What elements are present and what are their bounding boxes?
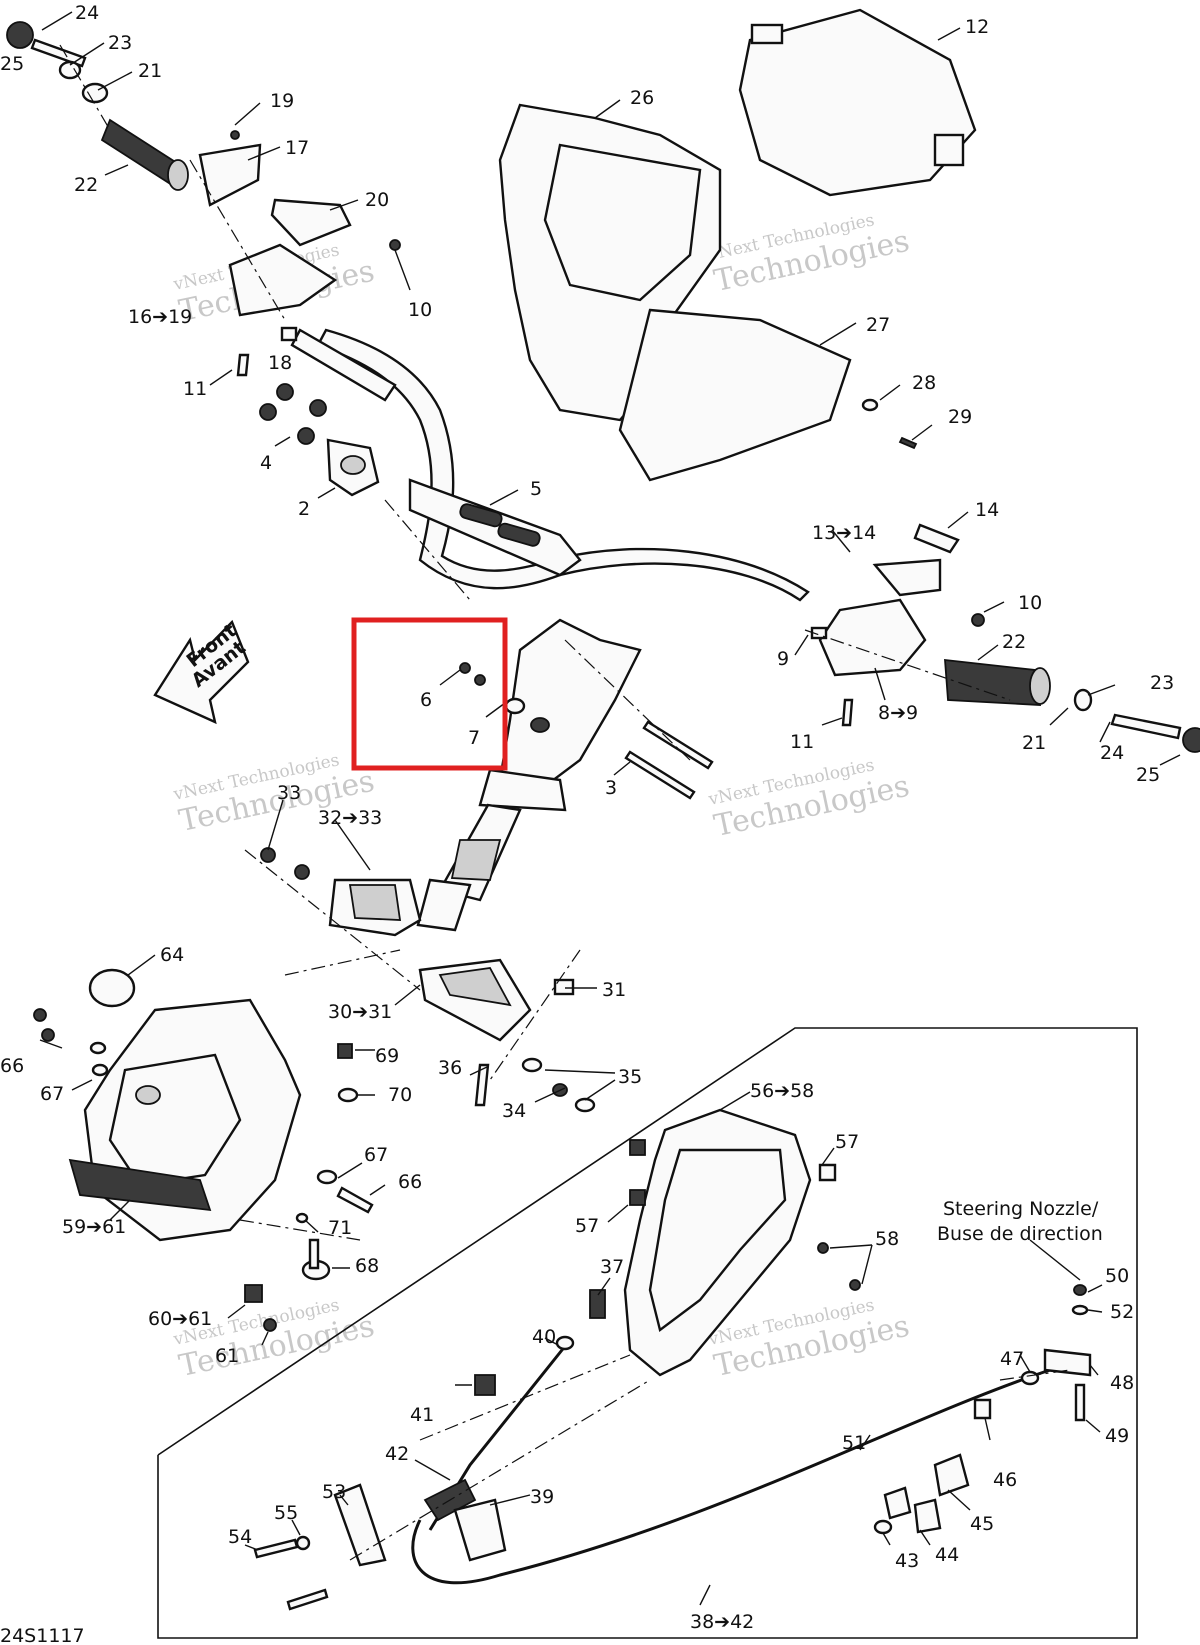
callout-4: 4 [260, 452, 272, 474]
callout-60-61: 60➔61 [148, 1308, 212, 1330]
steering-cable [253, 1284, 1092, 1611]
callout-67: 67 [40, 1083, 64, 1105]
callout-6: 6 [420, 689, 432, 711]
callout-3: 3 [605, 777, 617, 799]
callout-16-19: 16➔19 [128, 306, 192, 328]
callout-37: 37 [600, 1256, 624, 1278]
callout-26: 26 [630, 87, 654, 109]
steering-support [33, 968, 374, 1332]
callout-48: 48 [1110, 1372, 1134, 1394]
callout-42: 42 [385, 1443, 409, 1465]
callout-31: 31 [602, 979, 626, 1001]
callout-22b: 22 [1002, 631, 1026, 653]
callout-8-9: 8➔9 [878, 702, 918, 724]
center-lines [59, 44, 1071, 1561]
callout-10b: 10 [1018, 592, 1042, 614]
callout-67b: 67 [364, 1144, 388, 1166]
callout-32-33: 32➔33 [318, 807, 382, 829]
callout-58: 58 [875, 1228, 899, 1250]
callout-34: 34 [502, 1100, 526, 1122]
callout-5: 5 [530, 478, 542, 500]
callout-66: 66 [0, 1055, 24, 1077]
callout-59-61: 59➔61 [62, 1216, 126, 1238]
callout-10: 10 [408, 299, 432, 321]
callout-2: 2 [298, 498, 310, 520]
callout-46: 46 [993, 1469, 1017, 1491]
callout-22: 22 [74, 174, 98, 196]
callout-25b: 25 [1136, 764, 1160, 786]
callout-12: 12 [965, 16, 989, 38]
callout-56-58: 56➔58 [750, 1080, 814, 1102]
handlebar [290, 328, 810, 602]
callout-19: 19 [270, 90, 294, 112]
callout-68: 68 [355, 1255, 379, 1277]
callout-69: 69 [375, 1045, 399, 1067]
callout-28: 28 [912, 372, 936, 394]
callout-64: 64 [160, 944, 184, 966]
clamp-hardware [259, 383, 380, 497]
callout-21b: 21 [1022, 732, 1046, 754]
callout-51: 51 [842, 1432, 866, 1454]
callout-43: 43 [895, 1550, 919, 1572]
nozzle-bracket [623, 1108, 861, 1377]
callout-55: 55 [274, 1502, 298, 1524]
callout-66b: 66 [398, 1171, 422, 1193]
callout-11: 11 [183, 378, 207, 400]
callout-23: 23 [108, 32, 132, 54]
callout-61: 61 [215, 1345, 239, 1367]
callout-35: 35 [618, 1066, 642, 1088]
callout-30-31: 30➔31 [328, 1001, 392, 1023]
callout-70: 70 [388, 1084, 412, 1106]
inset-frame [157, 1027, 1138, 1639]
callout-24: 24 [75, 2, 99, 24]
callout-17: 17 [285, 137, 309, 159]
left-grip [6, 21, 401, 377]
callout-labels: 24 25 23 21 19 17 22 20 10 16➔19 18 11 4… [0, 2, 1174, 1633]
callout-71: 71 [328, 1217, 352, 1239]
leader-lines [39, 11, 1181, 1606]
callout-14: 14 [975, 499, 999, 521]
callout-57b: 57 [575, 1215, 599, 1237]
handlebar-cover [498, 8, 977, 482]
callout-13-14: 13➔14 [812, 522, 876, 544]
nozzle-caption-line-2: Buse de direction [937, 1223, 1103, 1245]
callout-53: 53 [322, 1481, 346, 1503]
highlight-box [351, 617, 508, 771]
callout-54: 54 [228, 1526, 252, 1548]
callout-49: 49 [1105, 1425, 1129, 1447]
callout-40: 40 [532, 1326, 556, 1348]
right-grip [810, 523, 1200, 753]
callout-44: 44 [935, 1544, 959, 1566]
callout-9: 9 [777, 648, 789, 670]
front-arrow: Front Avant [153, 620, 250, 725]
callout-33: 33 [277, 782, 301, 804]
callout-11b: 11 [790, 731, 814, 753]
callout-57: 57 [835, 1131, 859, 1153]
callout-50: 50 [1105, 1265, 1129, 1287]
steering-column [416, 618, 642, 932]
callout-29: 29 [948, 406, 972, 428]
callout-24b: 24 [1100, 742, 1124, 764]
callout-36: 36 [438, 1057, 462, 1079]
diagram-code: 24S1117 [0, 1625, 85, 1645]
callout-21: 21 [138, 60, 162, 82]
callout-45: 45 [970, 1513, 994, 1535]
callout-7: 7 [468, 727, 480, 749]
nozzle-caption-line-1: Steering Nozzle/ [943, 1198, 1099, 1220]
callout-39: 39 [530, 1486, 554, 1508]
callout-27: 27 [866, 314, 890, 336]
callout-52: 52 [1110, 1301, 1134, 1323]
callout-18: 18 [268, 352, 292, 374]
callout-47: 47 [1000, 1348, 1024, 1370]
callout-41: 41 [410, 1404, 434, 1426]
column-clamps [260, 847, 596, 1113]
callout-20: 20 [365, 189, 389, 211]
callout-38-42: 38➔42 [690, 1611, 754, 1633]
callout-25: 25 [0, 53, 24, 75]
callout-23b: 23 [1150, 672, 1174, 694]
